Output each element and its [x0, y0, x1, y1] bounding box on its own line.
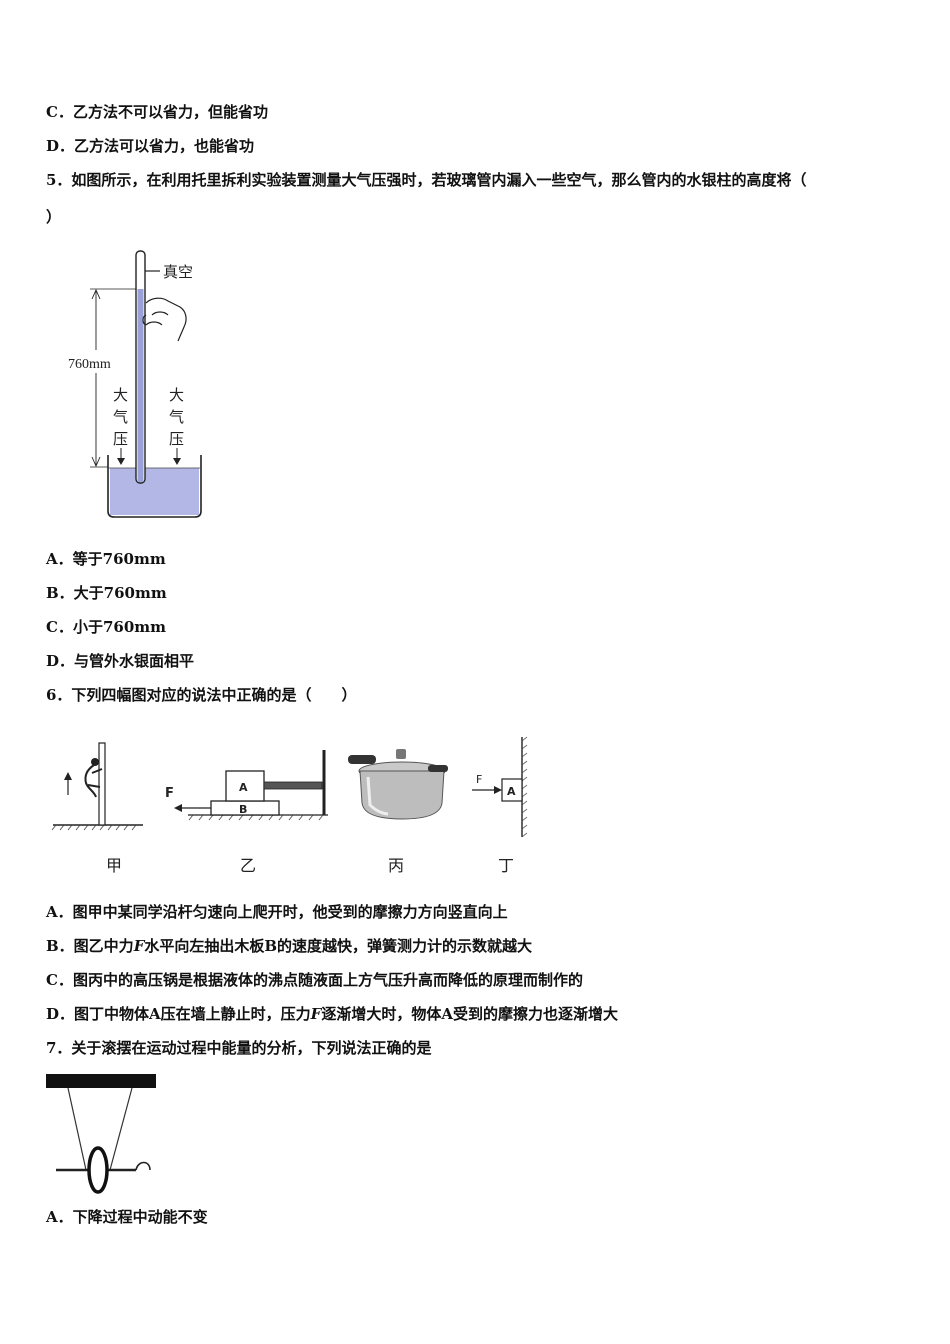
maxwell-wheel-figure: [46, 1072, 161, 1197]
figure-yi-blocks: B A F: [165, 750, 328, 821]
hand-icon: [142, 297, 187, 342]
label-760mm: 760mm: [68, 357, 111, 372]
label-force-f-ding: F: [476, 773, 482, 786]
q6-stem: 6．下列四幅图对应的说法中正确的是（ ）: [46, 686, 357, 704]
arrow-left-icon: [174, 804, 182, 812]
figure-bing-pressure-cooker: [348, 749, 448, 820]
q7-stem: 7．关于滚摆在运动过程中能量的分析，下列说法正确的是: [46, 1039, 432, 1057]
q5-option-b: B．大于760mm: [46, 584, 167, 602]
basin-mercury: [110, 468, 199, 515]
label-block-b: B: [239, 803, 247, 816]
q6-option-a: A．图甲中某同学沿杆匀速向上爬开时，他受到的摩擦力方向竖直向上: [46, 903, 508, 921]
label-atm-left-2: 气: [113, 408, 128, 426]
figure-ding-wall: A F: [472, 736, 528, 838]
label-vacuum: 真空: [163, 263, 193, 281]
q6-figures: 甲 B A F 乙 丙: [48, 725, 548, 885]
q4-option-d: D．乙方法可以省力，也能省功: [46, 137, 255, 155]
mercury-basin: [107, 455, 202, 518]
q7-option-a: A．下降过程中动能不变: [46, 1208, 208, 1226]
arrow-right-icon: [494, 786, 502, 794]
arrow-up-icon: [64, 772, 72, 780]
label-force-f-yi: F: [165, 786, 174, 801]
caption-jia: 甲: [106, 856, 122, 875]
q5-stem-line2: ）: [46, 208, 62, 226]
q4-option-c: C．乙方法不可以省力，但能省功: [46, 103, 268, 121]
label-block-a-wall: A: [507, 785, 516, 798]
label-atm-right-3: 压: [169, 430, 184, 448]
spring-scale: [263, 781, 323, 790]
wheel: [87, 1146, 109, 1194]
q5-option-c: C．小于760mm: [46, 618, 166, 636]
q6-option-b: B．图乙中力F水平向左抽出木板B的速度越快，弹簧测力计的示数就越大: [46, 937, 533, 955]
q5-option-a: A．等于760mm: [46, 550, 166, 568]
label-atm-right-2: 气: [169, 408, 184, 426]
label-block-a: A: [239, 781, 248, 794]
caption-bing: 丙: [388, 856, 404, 875]
label-atm-right-1: 大: [169, 386, 184, 404]
label-atm-left-3: 压: [113, 430, 128, 448]
q6-option-d: D．图丁中物体A压在墙上静止时，压力F逐渐增大时，物体A受到的摩擦力也逐渐增大: [46, 1005, 618, 1023]
q5-option-d: D．与管外水银面相平: [46, 652, 195, 670]
caption-yi: 乙: [240, 856, 256, 875]
torricelli-figure: 真空 760mm 大 气 压 大 气 压: [60, 245, 220, 525]
caption-ding: 丁: [498, 856, 514, 875]
arrow-down-icon: [173, 458, 181, 465]
label-atm-left-1: 大: [113, 386, 128, 404]
q6-option-c: C．图丙中的高压锅是根据液体的沸点随液面上方气压升高而降低的原理而制作的: [46, 971, 583, 989]
q5-stem-line1: 5．如图所示，在利用托里拆利实验装置测量大气压强时，若玻璃管内漏入一些空气，那么…: [46, 171, 807, 189]
figure-jia-climbing: [51, 742, 143, 831]
arrow-down-icon: [117, 458, 125, 465]
ceiling-bar: [46, 1074, 156, 1088]
mercury-column: [137, 289, 144, 482]
